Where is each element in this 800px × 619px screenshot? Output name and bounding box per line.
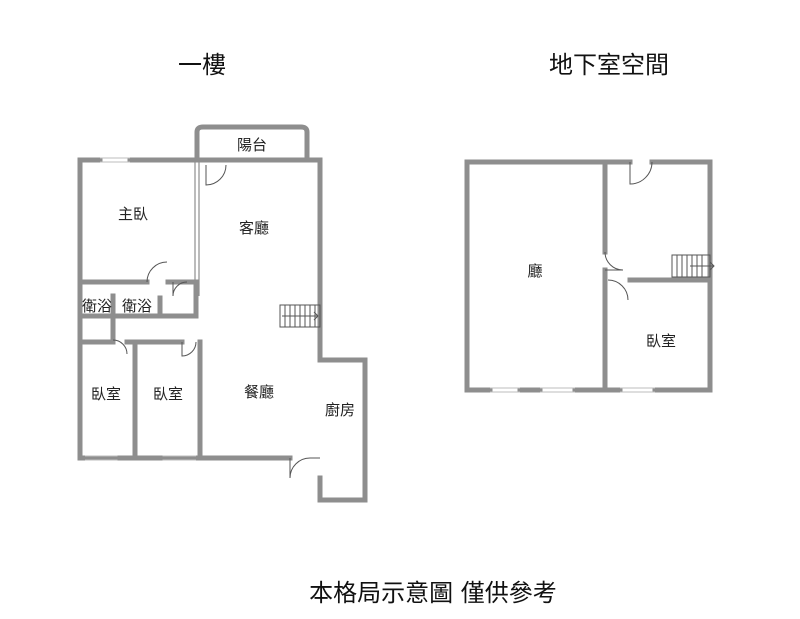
floor1-window-south-a [85,455,120,461]
basement-door-bedroom [607,279,629,301]
master-door [146,261,168,283]
floor1-title: 一樓 [178,51,226,79]
disclaimer-caption: 本格局示意圖 僅供參考 [309,579,557,607]
bath-east-wall [157,279,199,319]
balcony-door [205,164,227,186]
bedroom-a-label: 臥室 [91,385,121,403]
basement-outer-wall [464,159,713,393]
floor1-window-south-b [160,455,196,461]
balcony-label: 陽台 [237,136,267,154]
floor1-outer-east [77,157,368,503]
floor1-plan: 陽台 主臥 客廳 衛浴 衛浴 臥室 臥室 餐廳 廚房 [77,124,368,503]
floor1-stair [279,304,321,328]
basement-plan: 廳 臥室 [464,159,715,393]
kitchen-label: 廚房 [325,401,355,419]
basement-title: 地下室空間 [549,51,669,79]
bath-walls [77,293,163,343]
bedroom-b-label: 臥室 [153,385,183,403]
basement-bedroom-label: 臥室 [646,332,676,350]
master-bedroom-label: 主臥 [118,205,148,223]
dining-room-label: 餐廳 [244,383,274,401]
basement-door-north [629,161,653,185]
hall-label: 廳 [527,262,542,280]
basement-door-hall [604,251,624,271]
living-partition [194,162,200,296]
basement-windows [490,387,655,393]
kitchen-door [289,457,311,479]
living-room-label: 客廳 [239,219,269,237]
bath-b-label: 衛浴 [122,297,152,315]
balcony-wall [194,124,310,161]
bath-a-label: 衛浴 [82,297,112,315]
bath-door-b [172,281,188,297]
bedroom-door [181,341,197,357]
bath-door-a [112,339,128,355]
floor1-window-north [100,157,130,163]
basement-stair [671,254,715,278]
